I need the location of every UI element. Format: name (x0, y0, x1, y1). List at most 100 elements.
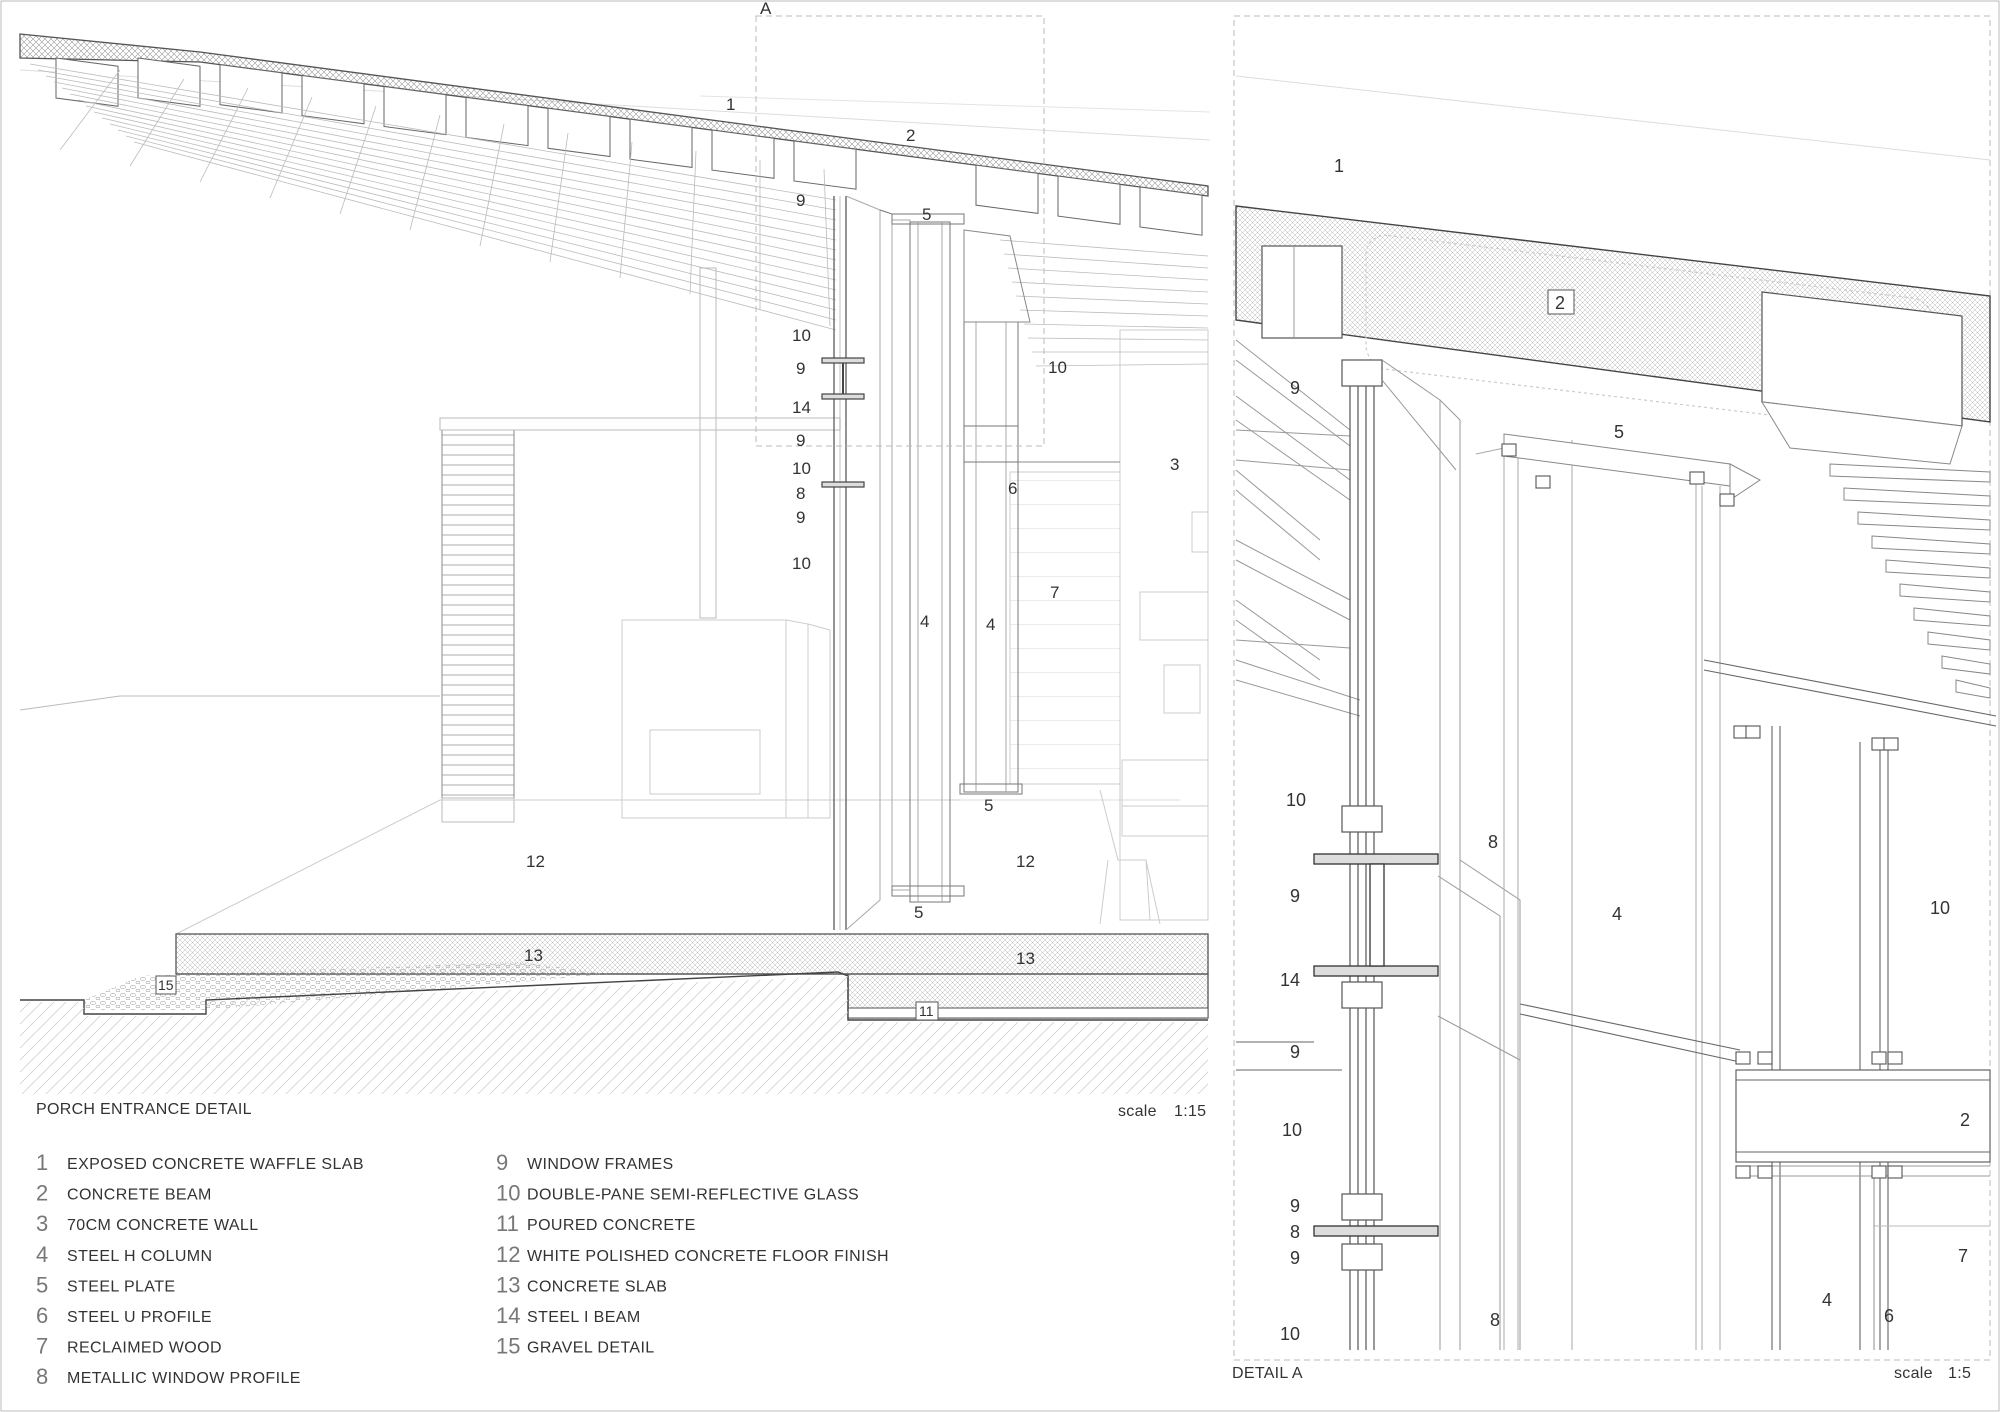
waffle-rib (269, 96, 313, 199)
legend-label: CONCRETE SLAB (527, 1278, 667, 1295)
waffle-rib (823, 168, 831, 327)
waffle-rib (689, 150, 697, 295)
legend-number: 10 (496, 1181, 520, 1206)
legend-item: 2 CONCRETE BEAM (36, 1181, 212, 1206)
waffle-coffer (547, 107, 611, 158)
legend-item: 13 CONCRETE SLAB (496, 1272, 667, 1297)
waffle-coffer (301, 74, 365, 125)
waffle-rib (85, 105, 837, 271)
legend-item: 15 GRAVEL DETAIL (496, 1334, 655, 1359)
waffle-rib (69, 93, 837, 251)
waffle-rib (339, 105, 377, 215)
curtain-wall-assembly (833, 195, 1120, 931)
callout: 9 (796, 508, 805, 527)
legend-number: 13 (496, 1272, 520, 1297)
waffle-rib (199, 87, 249, 183)
legend-number: 11 (496, 1211, 519, 1236)
waffle-coffer (629, 118, 693, 168)
waffle-coffer (1057, 175, 1121, 225)
callout: 4 (920, 612, 929, 631)
legend-label: METALLIC WINDOW PROFILE (67, 1370, 301, 1387)
legend-item: 10 DOUBLE-PANE SEMI-REFLECTIVE GLASS (496, 1181, 859, 1206)
waffle-rib (1007, 267, 1209, 281)
callout: 11 (919, 1003, 934, 1019)
waffle-rib (37, 69, 837, 211)
floor-slab (20, 933, 1209, 1094)
legend-number: 3 (36, 1211, 48, 1236)
detail-scale-label: scale (1894, 1365, 1933, 1382)
waffle-slat (1857, 511, 1991, 531)
legend-number: 4 (36, 1242, 48, 1267)
main-scale-label: scale (1118, 1103, 1157, 1120)
callout: 9 (1290, 886, 1300, 906)
callout: 8 (1488, 832, 1498, 852)
callout: 13 (1016, 949, 1035, 968)
legend-label: WINDOW FRAMES (527, 1156, 674, 1173)
legend-label: EXPOSED CONCRETE WAFFLE SLAB (67, 1156, 364, 1173)
waffle-rib (77, 99, 837, 261)
waffle-slat (1913, 607, 1991, 627)
waffle-rib (1023, 323, 1209, 329)
waffle-slat (1955, 679, 1991, 699)
waffle-slat (1843, 487, 1991, 507)
callout: 10 (1286, 790, 1306, 810)
callout: 5 (922, 205, 931, 224)
legend-label: DOUBLE-PANE SEMI-REFLECTIVE GLASS (527, 1187, 859, 1204)
legend-label: CONCRETE BEAM (67, 1187, 212, 1204)
waffle-rib (409, 114, 441, 231)
waffle-rib (109, 123, 837, 301)
legend-item: 4 STEEL H COLUMN (36, 1242, 212, 1267)
waffle-rib (999, 239, 1209, 257)
waffle-slat (1885, 559, 1991, 579)
legend-number: 15 (496, 1334, 520, 1359)
legend-label: GRAVEL DETAIL (527, 1340, 655, 1357)
waffle-slat (1871, 535, 1991, 555)
callout: 4 (1822, 1290, 1832, 1310)
legend-label: STEEL I BEAM (527, 1309, 641, 1326)
callout: 10 (1280, 1324, 1300, 1344)
waffle-rib (549, 132, 569, 263)
callout: 3 (1170, 455, 1179, 474)
legend: 1 EXPOSED CONCRETE WAFFLE SLAB 2 CONCRETE B… (36, 1150, 889, 1389)
waffle-rib (619, 141, 633, 279)
legend-number: 9 (496, 1150, 508, 1175)
main-callout-labels: 1 2 9 5 10 9 14 10 9 10 8 9 10 3 6 7 4 4… (155, 95, 1179, 1021)
legend-number: 6 (36, 1303, 48, 1328)
legend-number: 12 (496, 1242, 520, 1267)
legend-label: STEEL H COLUMN (67, 1248, 212, 1265)
waffle-rib (93, 111, 837, 281)
waffle-rib (29, 63, 837, 201)
legend-number: 1 (36, 1150, 48, 1175)
callout: 10 (792, 326, 811, 345)
callout: 5 (1614, 422, 1624, 442)
waffle-rib (133, 141, 837, 331)
waffle-rib (1011, 281, 1209, 293)
callout: 7 (1050, 583, 1059, 602)
waffle-rib (1019, 309, 1209, 317)
legend-number: 2 (36, 1181, 48, 1206)
callout: 2 (906, 126, 915, 145)
legend-number: 5 (36, 1272, 48, 1297)
detail-callout-labels: 1 2 9 5 10 8 9 4 10 14 9 10 2 9 8 9 7 4 … (1280, 156, 1970, 1344)
legend-label: 70CM CONCRETE WALL (67, 1217, 259, 1234)
waffle-coffer (465, 96, 529, 147)
callout: 8 (1290, 1222, 1300, 1242)
callout: 10 (1048, 358, 1067, 377)
waffle-rib (1027, 337, 1209, 341)
waffle-rib (1003, 253, 1209, 269)
callout: 14 (792, 398, 811, 417)
detail-scale-value: 1:5 (1948, 1365, 1971, 1382)
callout: 6 (1884, 1306, 1894, 1326)
waffle-rib (59, 69, 121, 151)
waffle-slat (1899, 583, 1991, 603)
callout: 9 (1290, 1042, 1300, 1062)
callout: 14 (1280, 970, 1300, 990)
waffle-coffer (219, 64, 283, 114)
